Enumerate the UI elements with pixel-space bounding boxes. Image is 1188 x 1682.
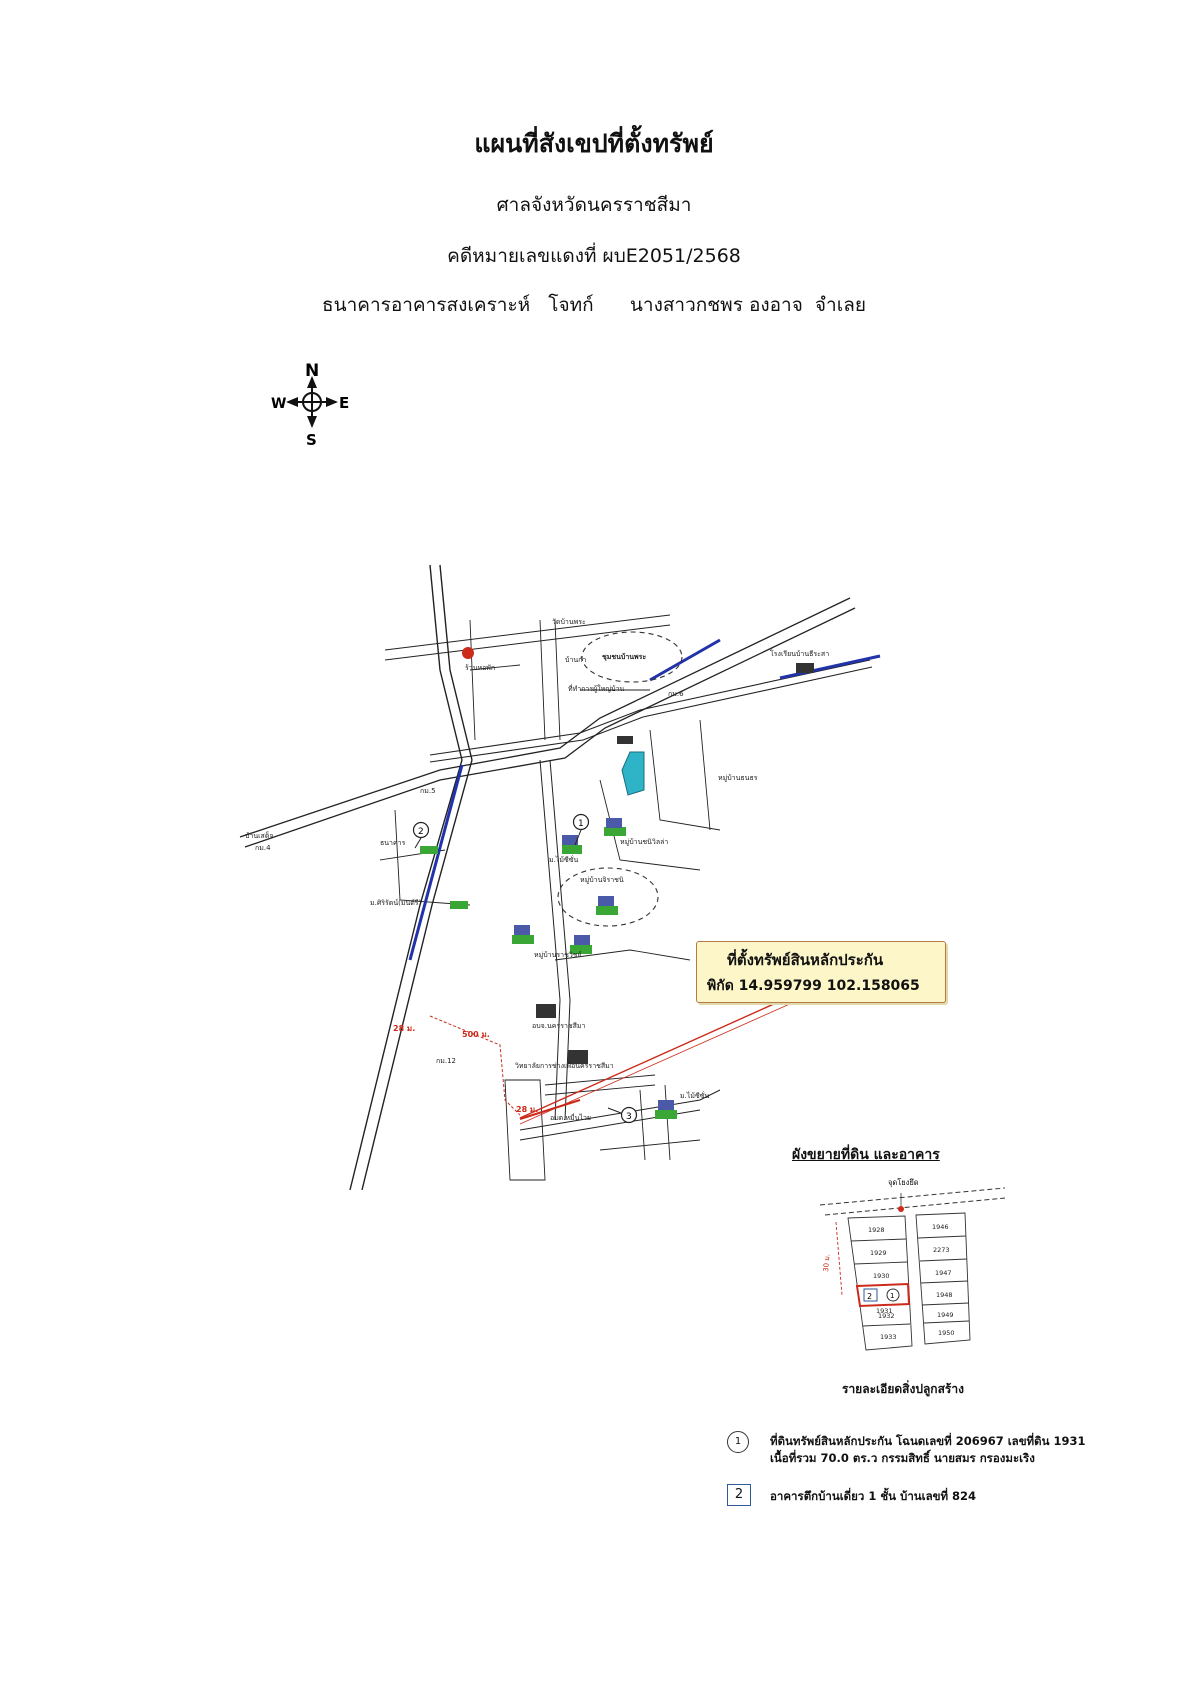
case-number: คดีหมายเลขแดงที่ ผบE2051/2568 bbox=[447, 245, 741, 267]
map-place-labels: วัดบ้านพระ ชุมชนบ้านพระ บ้านกำ ที่ทำการผ… bbox=[245, 618, 829, 1122]
route-to-property bbox=[429, 989, 811, 1125]
inset-marker-building: 2 bbox=[867, 1292, 872, 1301]
inset-plot-drawing: 2 1 30 ม. จุดโยงยึด 1928 1929 1930 1932 … bbox=[819, 1178, 1006, 1351]
road-network bbox=[239, 564, 873, 1191]
plot-right-3: 1948 bbox=[936, 1291, 953, 1299]
inset-caption: รายละเอียดสิ่งปลูกสร้าง bbox=[842, 1382, 964, 1396]
label-road-a: บ้านเสด็จ bbox=[245, 831, 273, 840]
inset-distance-label: 30 ม. bbox=[822, 1254, 832, 1273]
label-village-a: หมู่บ้านธนธร bbox=[718, 774, 758, 782]
marker-3: 3 bbox=[626, 1112, 632, 1122]
inset-marker-land: 1 bbox=[890, 1292, 894, 1300]
label-village-c: หมู่บ้านจิราชนิ bbox=[580, 876, 624, 884]
label-school-b: ร้านหอพัก bbox=[465, 664, 495, 672]
label-shop-c: ม.ไม้ซีซั่น bbox=[680, 1091, 709, 1100]
label-km5: กม.5 bbox=[420, 787, 436, 795]
legend-item-1-line2: เนื้อที่รวม 70.0 ตร.ว กรรมสิทธิ์ นายสมร … bbox=[770, 1451, 1035, 1465]
legend-item-1: ที่ดินทรัพย์สินหลักประกัน โฉนดเลขที่ 206… bbox=[770, 1433, 1085, 1467]
marker-2: 2 bbox=[418, 827, 424, 837]
legend-item-2-line1: อาคารตึกบ้านเดี่ยว 1 ชั้น บ้านเลขที่ 824 bbox=[770, 1489, 977, 1503]
inset-title: ผังขยายที่ดิน และอาคาร bbox=[792, 1147, 940, 1163]
callout-title: ที่ตั้งทรัพย์สินหลักประกัน bbox=[727, 951, 884, 969]
label-school-top: โรงเรียนบ้านธีระสา bbox=[770, 649, 829, 658]
label-village-d: หมู่บ้านราชวิชย์ bbox=[534, 951, 582, 959]
label-km6: กม.6 bbox=[668, 690, 684, 698]
label-km4: กม.4 bbox=[255, 844, 271, 852]
legend-marker-1: 1 bbox=[727, 1431, 749, 1453]
label-village-b: หมู่บ้านชนิวิลล่า bbox=[620, 838, 668, 846]
distance-label-2: 500 ม. bbox=[462, 1030, 490, 1039]
label-bank: ธนาคาร bbox=[380, 839, 406, 847]
compass-icon: N S E W bbox=[271, 361, 349, 449]
compass-east: E bbox=[339, 394, 349, 412]
legend-marker-2: 2 bbox=[727, 1484, 751, 1506]
temple-pin-icon bbox=[462, 647, 474, 659]
village-icons bbox=[420, 827, 677, 1119]
document-title: แผนที่สังเขปที่ตั้งทรัพย์ bbox=[474, 129, 714, 158]
label-km12: กม.12 bbox=[436, 1057, 456, 1065]
legend-item-1-line1: ที่ดินทรัพย์สินหลักประกัน โฉนดเลขที่ 206… bbox=[770, 1434, 1086, 1448]
building-icons bbox=[514, 663, 814, 1110]
distance-label-3: 28 ม. bbox=[516, 1105, 538, 1114]
label-office: ที่ทำการผู้ใหญ่บ้าน bbox=[568, 684, 625, 693]
pond-icon bbox=[621, 751, 645, 796]
compass-north: N bbox=[305, 361, 319, 381]
plot-left-3: 1931 bbox=[876, 1307, 893, 1315]
plot-right-1: 2273 bbox=[933, 1246, 950, 1254]
compass-west: W bbox=[271, 396, 286, 412]
property-callout: ที่ตั้งทรัพย์สินหลักประกัน พิกัด 14.9597… bbox=[696, 941, 946, 1003]
distance-label-1: 28 ม. bbox=[393, 1024, 415, 1033]
plot-left-0: 1928 bbox=[868, 1226, 885, 1234]
court-name: ศาลจังหวัดนครราชสีมา bbox=[496, 194, 692, 216]
label-hospital: อบจ.นครราชสีมา bbox=[532, 1022, 586, 1030]
plot-right-2: 1947 bbox=[935, 1269, 952, 1277]
map-markers: 1 2 3 bbox=[412, 813, 638, 1124]
plot-right-0: 1946 bbox=[932, 1223, 949, 1231]
compass-south: S bbox=[306, 431, 317, 449]
label-village-hall: บ้านกำ bbox=[565, 656, 586, 664]
callout-coordinates: พิกัด 14.959799 102.158065 bbox=[707, 978, 920, 994]
plot-left-1: 1929 bbox=[870, 1249, 887, 1257]
plot-right-4: 1949 bbox=[937, 1311, 954, 1319]
label-wat: วัดบ้านพระ bbox=[552, 618, 586, 626]
label-college: วิทยาลัยการช่างเพื่อนครราชสีมา bbox=[515, 1061, 614, 1070]
label-community: ชุมชนบ้านพระ bbox=[602, 652, 646, 661]
label-office2: อบต.หมื่นไวย bbox=[550, 1113, 591, 1122]
legend-item-2: อาคารตึกบ้านเดี่ยว 1 ชั้น บ้านเลขที่ 824 bbox=[770, 1488, 976, 1505]
plot-left-2: 1930 bbox=[873, 1272, 890, 1280]
inset-ref-point: จุดโยงยึด bbox=[888, 1178, 919, 1187]
plot-right-5: 1950 bbox=[938, 1329, 955, 1337]
plot-left-4: 1932 bbox=[878, 1312, 895, 1320]
label-shop-b: ม.ศิริรัตน์(มนต์รี) bbox=[370, 899, 422, 907]
label-shop-a: ม.ไม้ซีซั่น bbox=[549, 855, 578, 864]
highway-labels bbox=[408, 638, 881, 961]
marker-1: 1 bbox=[578, 819, 584, 829]
plot-left-5: 1933 bbox=[880, 1333, 897, 1341]
case-parties: ธนาคารอาคารสงเคราะห์ โจทก์ นางสาวกชพร อง… bbox=[322, 294, 866, 316]
